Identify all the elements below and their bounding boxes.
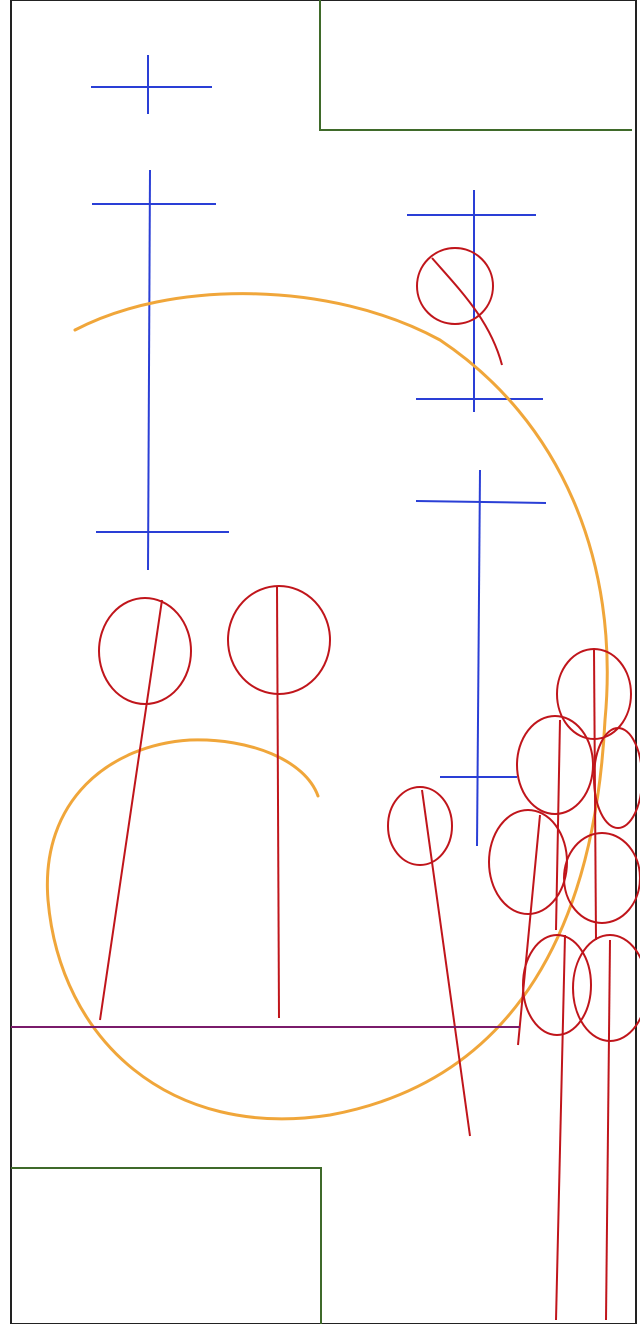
- bottom-left-box: [11, 1168, 321, 1324]
- top-right-box: [320, 0, 632, 130]
- red-circle-tree-shapes: [99, 248, 640, 1320]
- blue-cross-marks: [91, 55, 546, 846]
- page-frame: [11, 0, 636, 1324]
